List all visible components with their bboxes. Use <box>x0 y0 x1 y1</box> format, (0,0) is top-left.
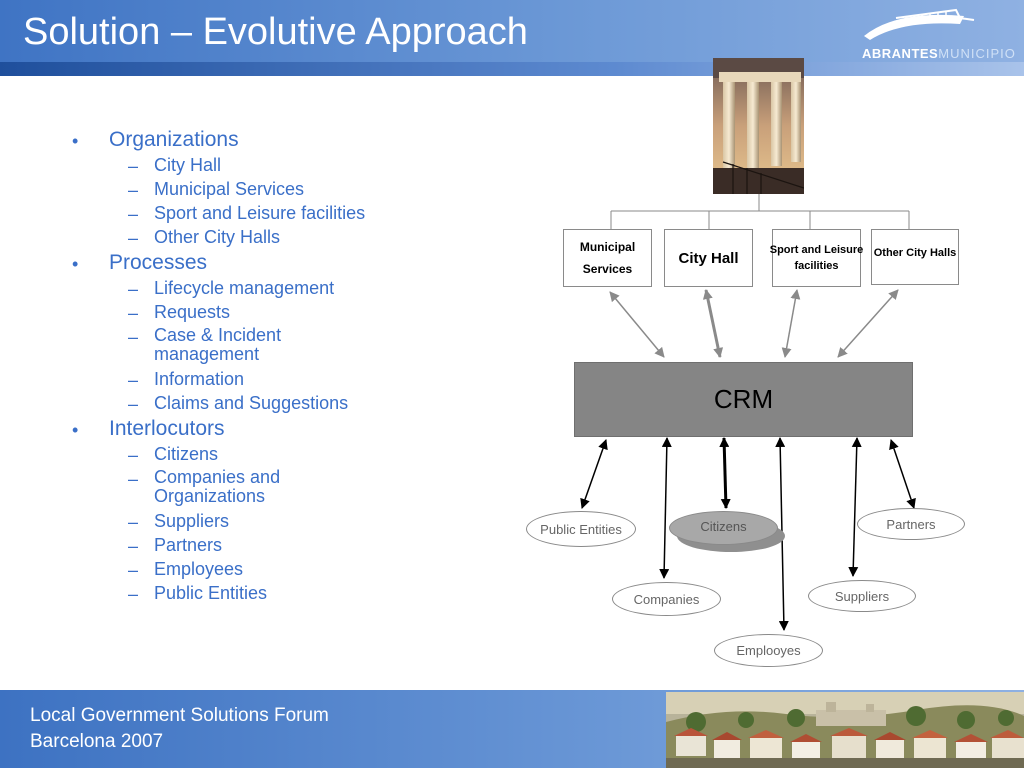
logo-text: ABRANTESMUNICIPIO <box>862 46 1016 61</box>
list-item: City Hall <box>154 155 222 175</box>
dash-marker: – <box>128 536 139 556</box>
list-item: Companies and Organizations <box>154 467 281 506</box>
dash-marker: – <box>128 156 139 176</box>
list-item: Sport and Leisure facilities <box>154 203 366 223</box>
list-item: Employees <box>154 559 244 579</box>
section-interlocutors: Interlocutors <box>109 417 225 440</box>
dash-marker: – <box>128 445 139 465</box>
dash-marker: – <box>128 228 139 248</box>
bullet-dot: • <box>72 131 79 151</box>
dash-marker: – <box>128 303 139 323</box>
bullet-outline: • Organizations – City Hall – Municipal … <box>0 0 500 680</box>
logo-text-bold: ABRANTES <box>862 46 939 61</box>
arrow-crm-suppliers <box>848 437 862 577</box>
header-bar <box>0 0 1024 62</box>
dash-marker: – <box>128 394 139 414</box>
list-item: Suppliers <box>154 511 230 531</box>
ellipse-companies: Companies <box>612 582 721 616</box>
ellipse-partners: Partners <box>857 508 965 540</box>
arrow-crm-citizens <box>719 437 731 509</box>
list-item: Claims and Suggestions <box>154 393 349 413</box>
arrow-cityhall-crm <box>702 289 724 358</box>
dash-marker: – <box>128 584 139 604</box>
ellipse-suppliers: Suppliers <box>808 580 916 612</box>
slide-title: Solution – Evolutive Approach <box>23 11 528 53</box>
arrow-sport-crm <box>781 289 801 358</box>
tree-connector <box>610 194 910 229</box>
crm-box: CRM <box>574 362 913 437</box>
dash-marker: – <box>128 204 139 224</box>
crm-label: CRM <box>713 384 774 414</box>
arrow-crm-companies <box>659 437 672 579</box>
list-item: Information <box>154 369 245 389</box>
section-processes: Processes <box>109 251 208 274</box>
list-item: Requests <box>154 302 231 322</box>
box-city-hall: City Hall <box>664 229 753 287</box>
box-sport-leisure: Sport and Leisure facilities <box>770 229 863 287</box>
dash-marker: – <box>128 327 139 347</box>
dash-marker: – <box>128 512 139 532</box>
list-item: Partners <box>154 535 223 555</box>
footer-location: Barcelona 2007 <box>30 731 164 752</box>
ellipse-citizens: Citizens <box>669 511 778 545</box>
dash-marker: – <box>128 560 139 580</box>
list-item: Other City Halls <box>154 227 281 247</box>
logo-text-light: MUNICIPIO <box>938 46 1016 61</box>
box-other-city-halls: Other City Halls <box>871 229 959 285</box>
arrow-crm-partners <box>889 439 916 509</box>
bullet-dot: • <box>72 420 79 440</box>
logo-arc-icon <box>864 8 975 40</box>
arrow-crm-publicentities <box>580 439 608 509</box>
list-item: Public Entities <box>154 583 268 603</box>
arrow-municipal-crm <box>609 291 665 358</box>
list-item: Case & Incident management <box>154 325 282 364</box>
ellipse-employees: Emplooyes <box>714 634 823 667</box>
dash-marker: – <box>128 180 139 200</box>
list-item: Citizens <box>154 444 219 464</box>
bullet-dot: • <box>72 254 79 274</box>
footer-forum: Local Government Solutions Forum <box>30 705 329 726</box>
ellipse-public-entities: Public Entities <box>526 511 636 547</box>
city-hall-photo <box>713 58 804 194</box>
dash-marker: – <box>128 370 139 390</box>
town-photo <box>666 692 1024 768</box>
dash-marker: – <box>128 279 139 299</box>
section-organizations: Organizations <box>109 128 239 151</box>
list-item: Lifecycle management <box>154 278 335 298</box>
arrow-othercityhalls-crm <box>837 289 899 358</box>
abrantes-logo: ABRANTESMUNICIPIO <box>856 4 1016 62</box>
list-item: Municipal Services <box>154 179 305 199</box>
box-municipal-services: Municipal Services <box>563 229 652 287</box>
dash-marker: – <box>128 469 139 489</box>
